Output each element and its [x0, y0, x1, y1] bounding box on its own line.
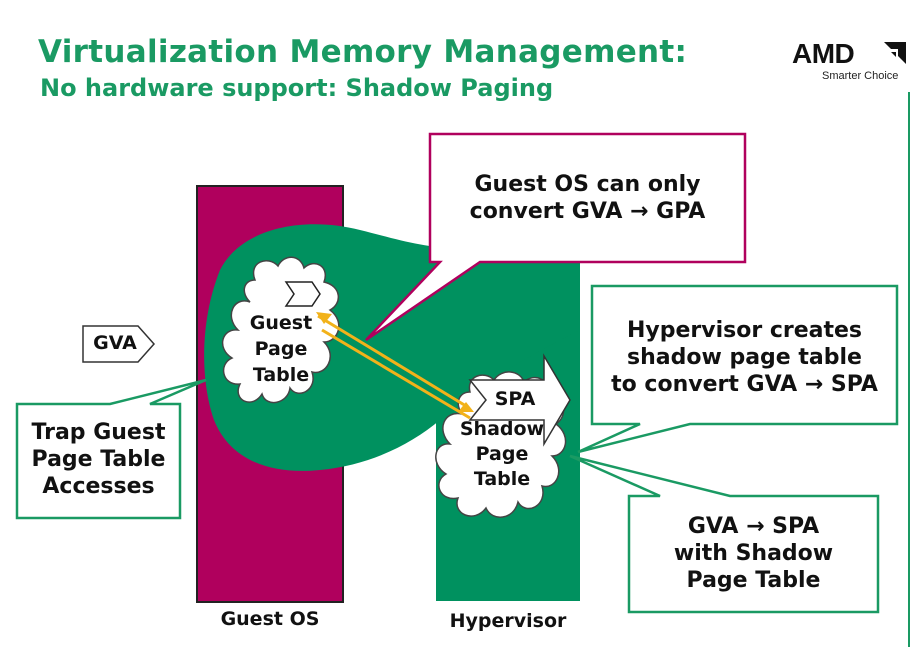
- callout-gva-spa-box: [569, 454, 880, 614]
- callout-hypervisor-text: Hypervisor creates shadow page table to …: [592, 318, 897, 398]
- callout-gva-spa-line2: with Shadow: [673, 540, 834, 566]
- callout-hypervisor-box: [577, 284, 899, 454]
- right-rule: [908, 92, 910, 647]
- amd-arrow-icon: [884, 42, 906, 64]
- slide-title: Virtualization Memory Management:: [38, 34, 688, 70]
- callout-gva-spa-text: GVA → SPA with Shadow Page Table: [629, 514, 878, 594]
- spa-tag-shape: [468, 353, 571, 447]
- callout-guest-convert-line2: convert GVA → GPA: [469, 198, 706, 224]
- logo-tagline: Smarter Choice: [822, 70, 899, 82]
- callout-trap-line2: Page Table: [31, 446, 166, 472]
- spa-tag-label: SPA: [494, 388, 536, 410]
- guest-cloud-line3: Table: [252, 364, 310, 386]
- amd-logo: AMD Smarter Choice: [792, 38, 914, 84]
- arrowhead-left: [316, 312, 332, 324]
- callout-gva-spa-line3: Page Table: [686, 567, 821, 593]
- callout-guest-convert-box: [365, 132, 747, 342]
- callout-guest-convert-text: Guest OS can only convert GVA → GPA: [430, 172, 745, 226]
- callout-trap-box: [15, 378, 207, 520]
- chevron-icon: [284, 281, 321, 307]
- slide-subtitle: No hardware support: Shadow Paging: [40, 74, 554, 102]
- callout-guest-convert-line1: Guest OS can only: [474, 172, 701, 197]
- shadow-cloud-line2: Page: [475, 443, 529, 465]
- hypervisor-label: Hypervisor: [449, 610, 567, 632]
- callout-trap-line3: Accesses: [42, 473, 155, 499]
- shadow-cloud-line1: Shadow: [459, 418, 545, 440]
- guest-os-label: Guest OS: [220, 608, 320, 630]
- callout-hypervisor-line1: Hypervisor creates: [626, 318, 863, 343]
- shadow-cloud-line3: Table: [473, 468, 531, 490]
- callout-gva-spa-line1: GVA → SPA: [687, 514, 820, 539]
- gva-tag-shape: [82, 325, 156, 363]
- logo-wordmark: AMD: [792, 38, 855, 69]
- gva-tag-label: GVA: [93, 332, 137, 354]
- callout-hypervisor-line2: shadow page table: [627, 344, 862, 370]
- callout-hypervisor-line3: to convert GVA → SPA: [611, 371, 878, 397]
- callout-trap-text: Trap Guest Page Table Accesses: [17, 420, 180, 500]
- arrowhead-right: [458, 402, 474, 412]
- yellow-arrow-bottom: [321, 328, 471, 420]
- yellow-arrow-top: [317, 314, 467, 408]
- guest-cloud-line2: Page: [254, 338, 308, 360]
- guest-cloud-line1: Guest: [249, 312, 313, 334]
- callout-trap-line1: Trap Guest: [31, 420, 166, 445]
